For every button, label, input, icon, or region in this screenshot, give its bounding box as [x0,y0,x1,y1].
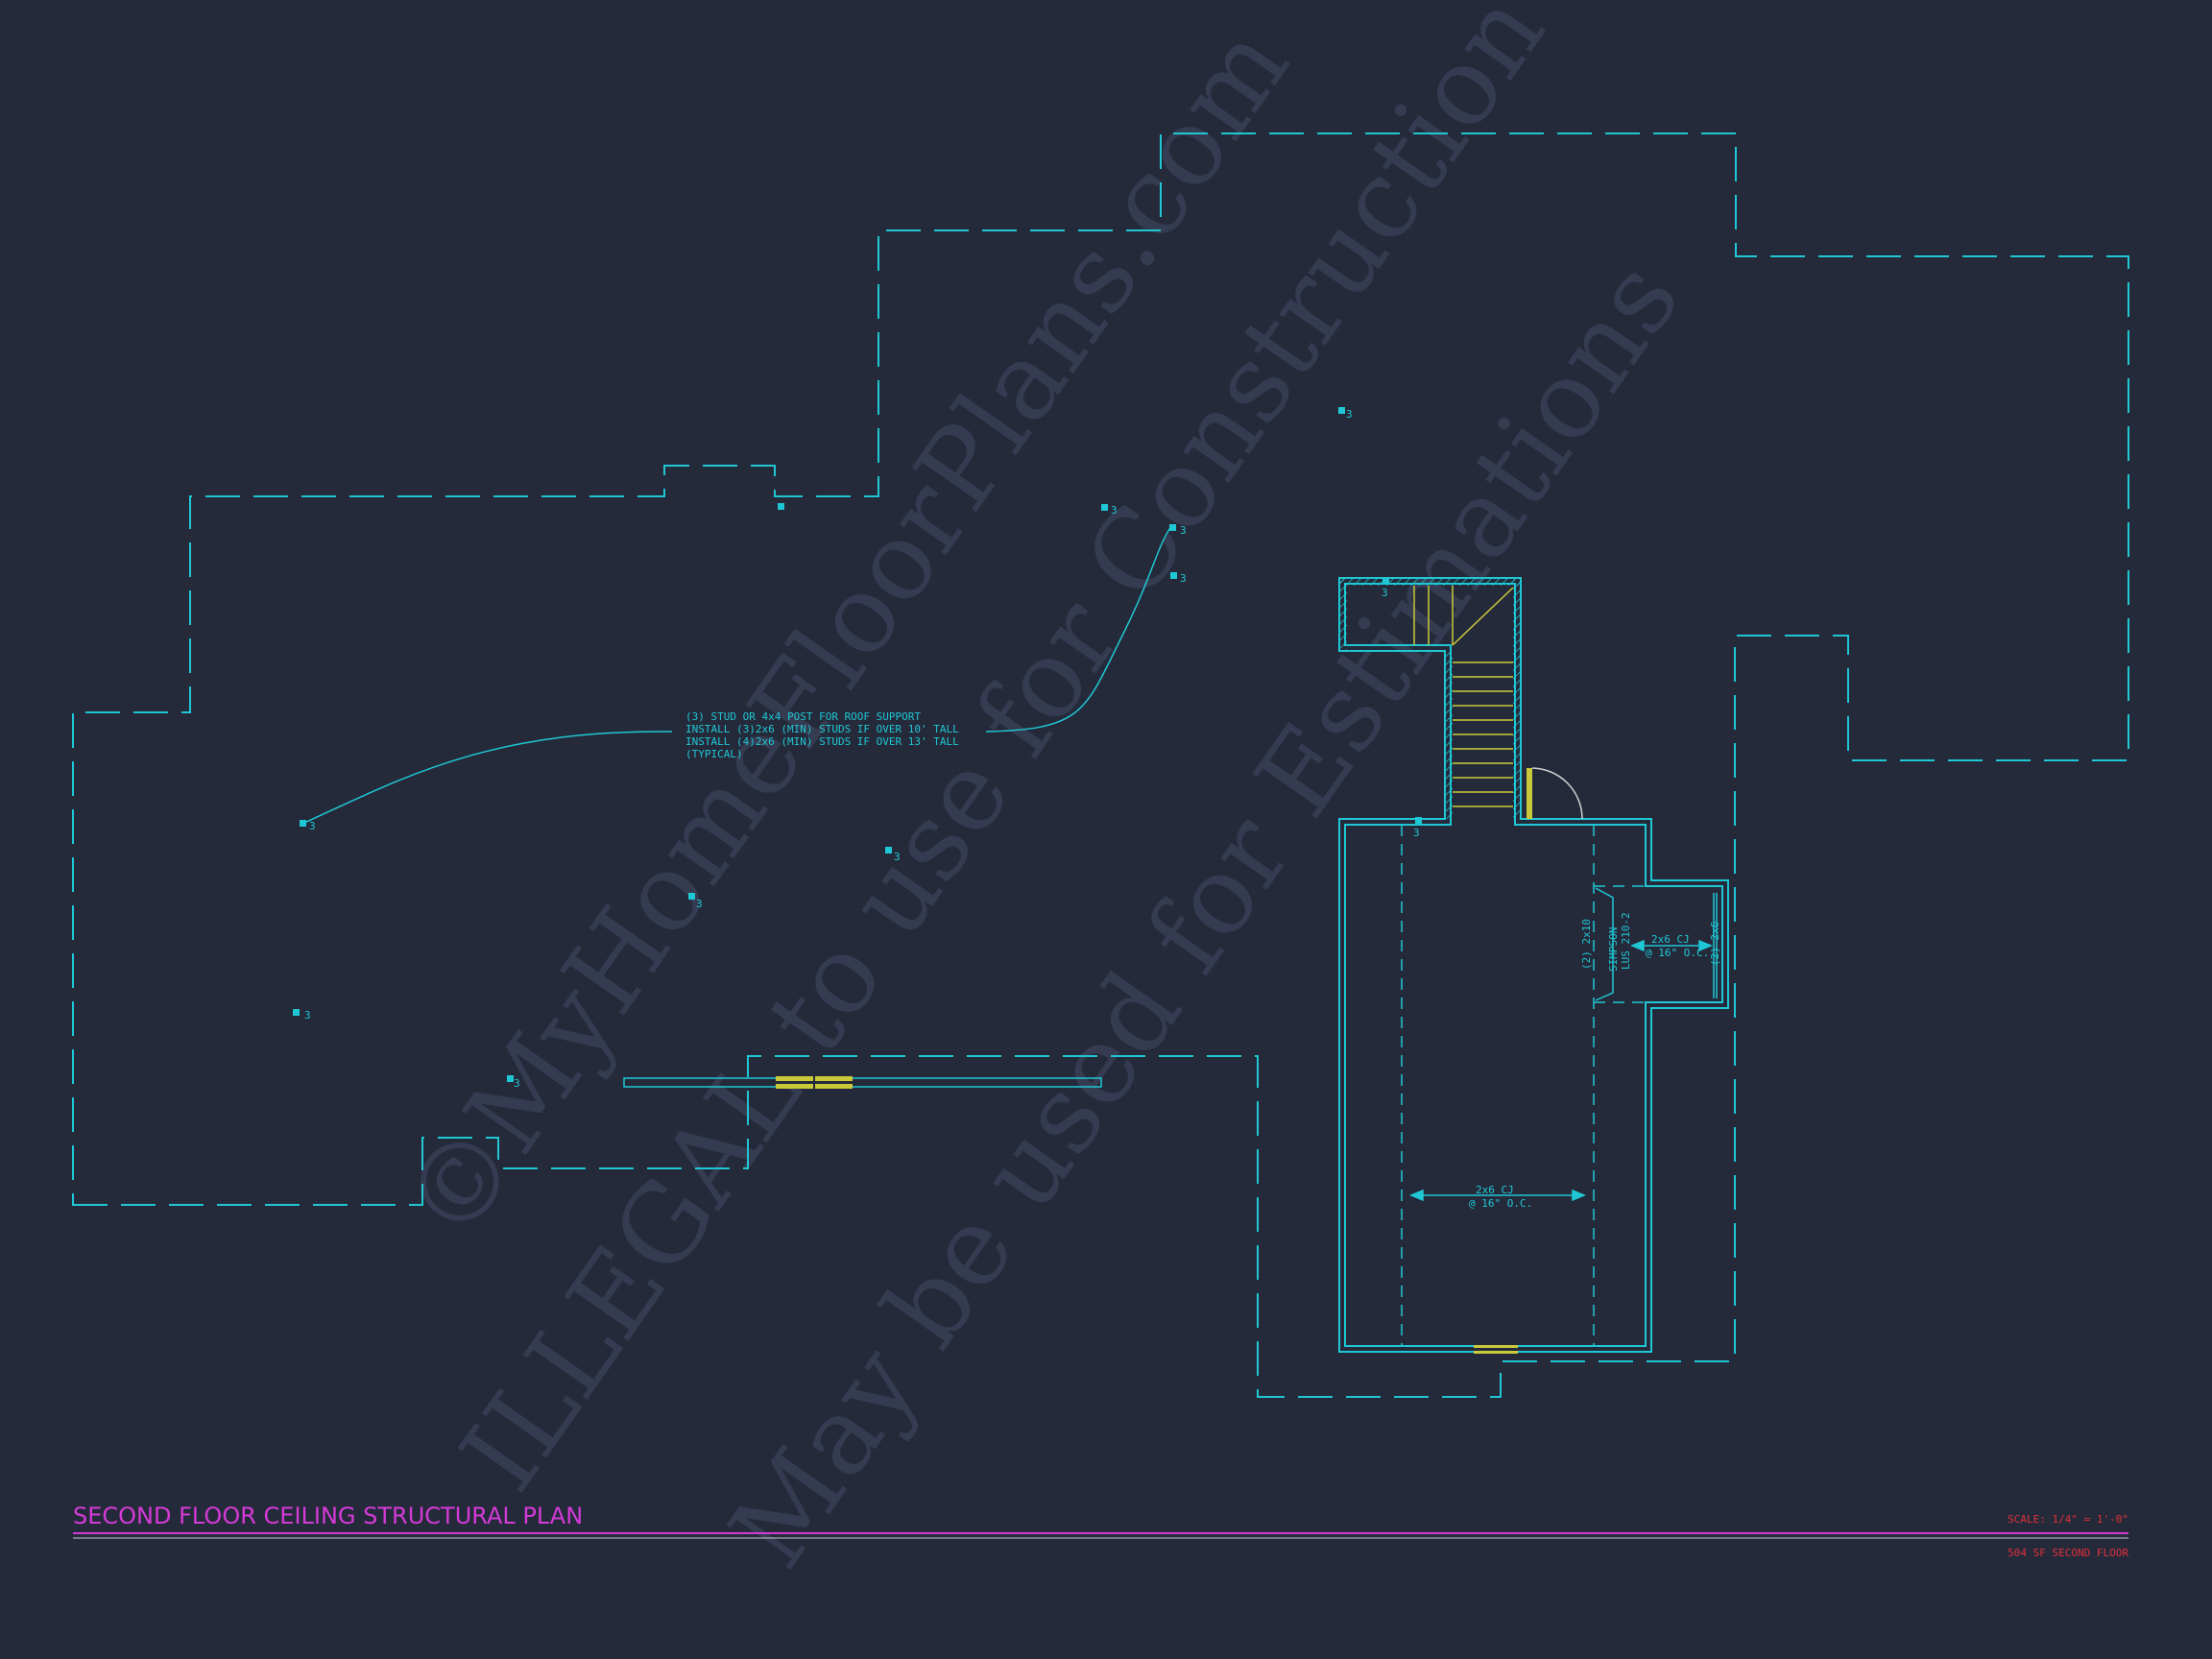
post-tag: 3 [1382,587,1388,599]
stair [1413,586,1514,807]
post-tag: 3 [304,1009,311,1022]
note-line-1: (3) STUD OR 4x4 POST FOR ROOF SUPPORT [685,710,921,723]
header-label-left: (2) 2x10 [1580,919,1593,970]
second-floor-walls [1338,577,1729,1353]
note-leaders [301,525,1172,825]
stair-wall-hatch-right [1513,578,1521,819]
post-marker [1415,817,1422,824]
roof-outline-main [72,132,2129,1398]
room-labels: 2x6 CJ @ 16" O.C. 2x6 CJ @ 16" O.C. (2) … [1469,912,1721,1210]
area-label: 504 SF SECOND FLOOR [2008,1547,2128,1559]
note-line-4: (TYPICAL) [685,748,743,760]
post-tag: 3 [309,820,316,832]
post-tag: 3 [1413,827,1420,839]
post-tags: 3 3 3 3 3 3 3 3 3 3 3 [304,408,1420,1090]
ceiling-joist-lines [1401,825,1722,1346]
post-marker [688,893,695,900]
post-tag: 3 [1180,572,1187,585]
hanger-label-1: SIMPSON [1607,927,1620,972]
door [1527,767,1583,820]
note-line-3: INSTALL (4)2x6 (MIN) STUDS IF OVER 13' T… [685,735,959,748]
scale-label: SCALE: 1/4" = 1'-0" [2008,1513,2128,1526]
hanger-label-2: LUS 210-2 [1620,912,1632,970]
post-tag: 3 [1346,408,1353,421]
post-marker [1338,407,1345,414]
post-marker [1169,524,1176,531]
post-marker [1101,504,1108,511]
post-tag: 3 [1111,504,1118,517]
stair-wall-hatch-left [1445,651,1453,819]
post-tag: 3 [894,851,901,863]
stair-wall-hatch-left-top [1339,578,1347,651]
post-tag: 3 [1180,524,1187,537]
title-block: SECOND FLOOR CEILING STRUCTURAL PLAN SCA… [73,1503,2128,1559]
room-wall-outer [1338,577,1729,1353]
window-bottom [1474,1345,1518,1354]
post-marker [507,1075,514,1082]
post-marker [1170,572,1177,579]
cj-label-side: 2x6 CJ [1651,933,1690,946]
post-tag: 3 [696,898,703,910]
header-label-right: (2) 2x6 [1709,922,1721,966]
joist-arrows [1409,939,1713,1202]
bay-header [1595,887,1718,1001]
cj-spacing-main: @ 16" O.C. [1469,1197,1532,1210]
note-line-2: INSTALL (3)2x6 (MIN) STUDS IF OVER 10' T… [685,723,959,735]
post-marker [778,503,784,510]
post-marker [1382,577,1389,584]
roof-outline [72,132,2129,1398]
cj-label-main: 2x6 CJ [1476,1184,1514,1196]
room-wall-inner [1344,583,1723,1347]
post-tag: 3 [514,1077,520,1090]
drawing-title: SECOND FLOOR CEILING STRUCTURAL PLAN [73,1503,583,1529]
cj-spacing-side: @ 16" O.C. [1646,947,1709,959]
post-marker [885,847,892,854]
post-marker [293,1009,300,1016]
structural-note: (3) STUD OR 4x4 POST FOR ROOF SUPPORT IN… [685,710,959,760]
beam-left [623,1076,1102,1089]
stair-wall-hatch-top [1339,578,1521,586]
